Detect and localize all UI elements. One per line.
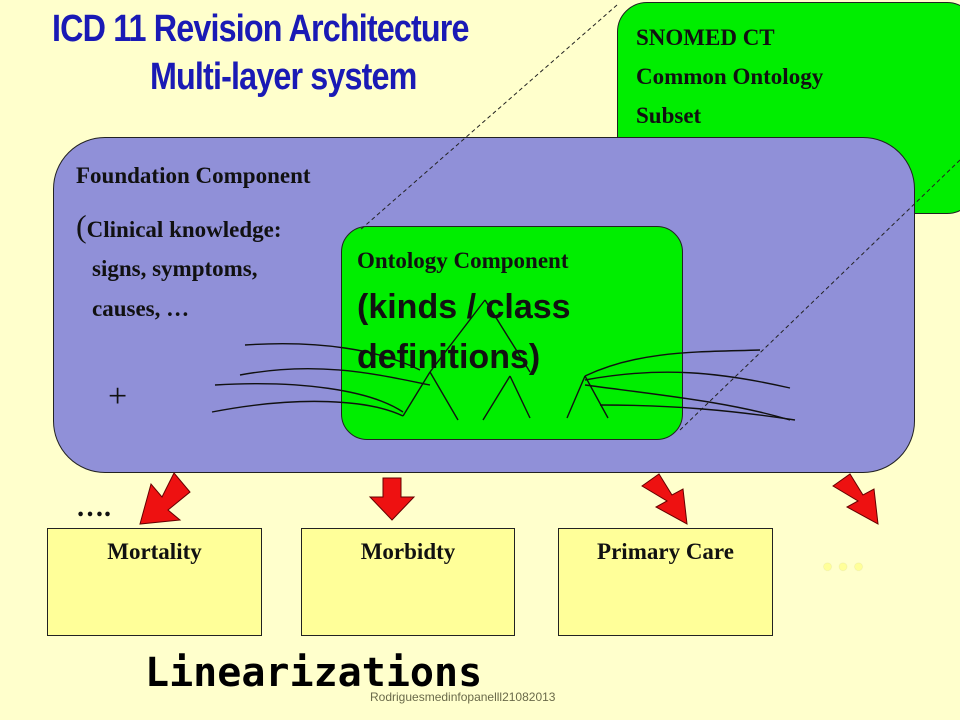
linearization-box-morbidity: Morbidty [301,528,515,636]
dashed-projection-line [679,159,960,431]
snomed-line-2: Common Ontology [636,64,824,89]
ontology-body-line-1: (kinds / class [357,288,571,326]
footer-text: Rodriguesmedinfopanelll21082013 [370,690,556,704]
tree-lines [211,299,796,421]
ontology-title: Ontology Component [357,248,569,273]
foundation-line-2: (Clinical knowledge: [76,208,282,244]
foundation-title: Foundation Component [76,163,311,188]
linearization-mortality-label: Mortality [107,539,202,564]
foundation-knowledge: Clinical knowledge: [86,217,282,242]
ontology-box [341,226,683,440]
dashed-projection-line [359,4,618,231]
snomed-line-1: SNOMED CT [636,25,775,50]
arrow-to-more [832,473,879,525]
linearization-morbidity-label: Morbidty [360,539,456,564]
title-line-2: Multi-layer system [150,56,417,98]
linearizations-label: Linearizations [145,650,483,696]
title-line-1: ICD 11 Revision Architecture [52,8,469,50]
snomed-text: SNOMED CT Common Ontology Subset [636,18,823,135]
arrow-to-primary-care [641,473,688,525]
foundation-line-3: signs, symptoms, [92,256,258,281]
arrows [139,472,879,525]
ellipsis-left: …. [76,492,111,523]
linearization-box-mortality: Mortality [47,528,262,636]
more-linearizations-ellipsis: … [820,529,866,580]
linearization-box-primary-care: Primary Care [558,528,773,636]
snomed-line-3: Subset [636,103,702,128]
linearization-primary-care-label: Primary Care [597,539,734,564]
plus-sign: + [108,378,128,415]
foundation-line-4: causes, … [92,296,190,321]
ontology-body: (kinds / class definitions) [357,282,571,382]
arrow-to-morbidity [368,477,416,521]
arrow-to-mortality [139,472,191,525]
